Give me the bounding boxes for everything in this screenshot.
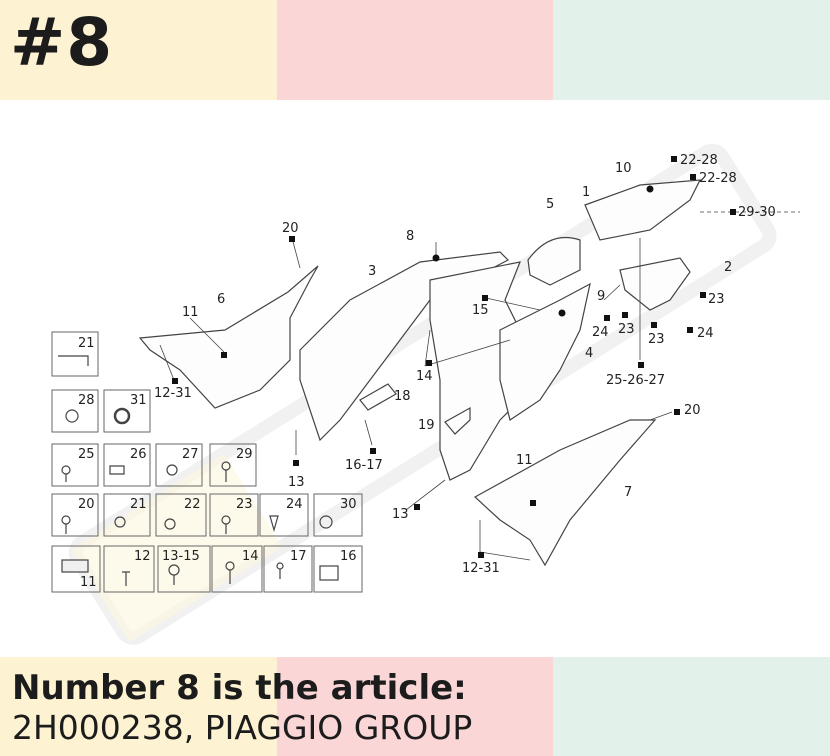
svg-text:29: 29 bbox=[236, 447, 253, 462]
callout-5: 5 bbox=[546, 197, 554, 212]
svg-text:16: 16 bbox=[340, 549, 357, 564]
callout-12-31a: 12-31 bbox=[154, 386, 192, 401]
callout-6: 6 bbox=[217, 292, 225, 307]
callout-3: 3 bbox=[368, 264, 376, 279]
callout-20b: 20 bbox=[684, 403, 701, 418]
callout-15: 15 bbox=[472, 303, 489, 318]
svg-text:22: 22 bbox=[184, 497, 201, 512]
item-number-badge: #8 bbox=[10, 4, 114, 81]
svg-text:28: 28 bbox=[78, 393, 95, 408]
callout-13b: 13 bbox=[392, 507, 409, 522]
band-yellow-bottom bbox=[0, 657, 277, 756]
grid-label-21: 21 bbox=[78, 336, 95, 351]
callout-29-30: 29-30 bbox=[738, 205, 776, 220]
callout-11a: 11 bbox=[182, 305, 199, 320]
svg-text:25: 25 bbox=[78, 447, 95, 462]
svg-text:30: 30 bbox=[340, 497, 357, 512]
svg-text:14: 14 bbox=[242, 549, 259, 564]
callout-1: 1 bbox=[582, 185, 590, 200]
svg-text:21: 21 bbox=[130, 497, 147, 512]
callout-13a: 13 bbox=[288, 475, 305, 490]
callout-20a: 20 bbox=[282, 221, 299, 236]
callout-12-31b: 12-31 bbox=[462, 561, 500, 576]
grid-numbers: 21 28 31 25 26 27 29 20 21 22 23 24 30 1… bbox=[78, 336, 357, 590]
callout-22-28a: 22-28 bbox=[680, 153, 718, 168]
callout-22-28b: 22-28 bbox=[699, 171, 737, 186]
svg-text:17: 17 bbox=[290, 549, 307, 564]
svg-text:12: 12 bbox=[134, 549, 151, 564]
callout-24a: 24 bbox=[592, 325, 609, 340]
callout-8: 8 bbox=[406, 229, 414, 244]
callout-23c: 23 bbox=[648, 332, 665, 347]
svg-text:24: 24 bbox=[286, 497, 303, 512]
callout-18: 18 bbox=[394, 389, 411, 404]
callout-24b: 24 bbox=[697, 326, 714, 341]
callout-2: 2 bbox=[724, 260, 732, 275]
svg-text:31: 31 bbox=[130, 393, 147, 408]
callout-9: 9 bbox=[597, 289, 605, 304]
callout-10: 10 bbox=[615, 161, 632, 176]
svg-text:27: 27 bbox=[182, 447, 199, 462]
band-yellow bbox=[0, 0, 277, 100]
panel-line-art bbox=[138, 179, 702, 567]
top-color-band bbox=[0, 0, 830, 100]
svg-text:23: 23 bbox=[236, 497, 253, 512]
band-pink bbox=[277, 0, 553, 100]
hardware-grid bbox=[51, 331, 363, 593]
callout-4: 4 bbox=[585, 346, 593, 361]
band-pink-bottom bbox=[277, 657, 553, 756]
hardware-icons bbox=[58, 355, 339, 586]
callout-23b: 23 bbox=[618, 322, 635, 337]
caption-title: Number 8 is the article: bbox=[12, 668, 467, 708]
callout-19: 19 bbox=[418, 418, 435, 433]
leader-lines bbox=[159, 211, 800, 561]
band-green bbox=[553, 0, 830, 100]
svg-text:20: 20 bbox=[78, 497, 95, 512]
svg-text:13-15: 13-15 bbox=[162, 549, 200, 564]
callout-16-17: 16-17 bbox=[345, 458, 383, 473]
callout-25-26-27: 25-26-27 bbox=[606, 373, 665, 388]
exploded-parts-diagram: 21 28 31 25 26 27 29 20 21 22 23 24 30 1… bbox=[51, 143, 800, 645]
callout-14: 14 bbox=[416, 369, 433, 384]
svg-text:11: 11 bbox=[80, 575, 97, 590]
callout-23a: 23 bbox=[708, 292, 725, 307]
callout-7: 7 bbox=[624, 485, 632, 500]
svg-text:26: 26 bbox=[130, 447, 147, 462]
bottom-color-band bbox=[0, 657, 830, 756]
band-green-bottom bbox=[553, 657, 830, 756]
callout-11b: 11 bbox=[516, 453, 533, 468]
callouts: 20 6 11 12-31 3 8 15 14 18 19 16-17 13 1… bbox=[154, 153, 776, 576]
caption-article-code: 2H000238, PIAGGIO GROUP bbox=[12, 708, 473, 747]
